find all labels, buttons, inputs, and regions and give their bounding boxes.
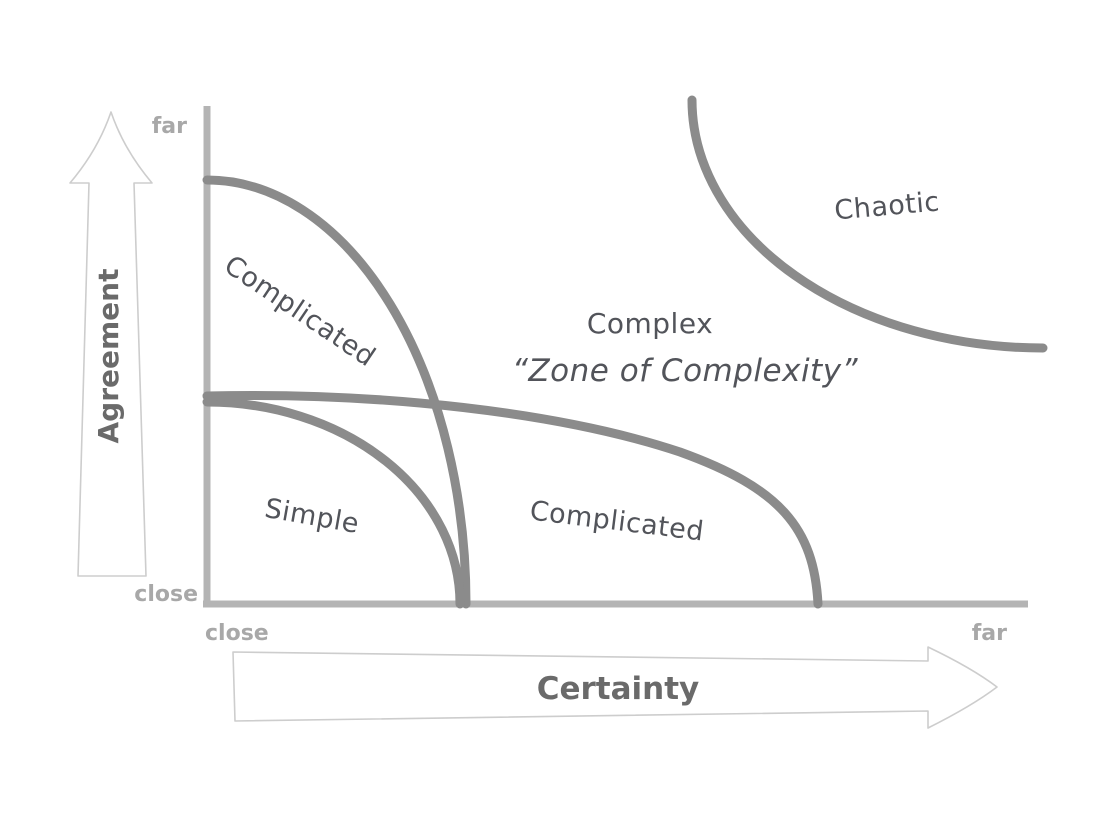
region-label-zone-of-complexity: “Zone of Complexity” [512, 353, 859, 389]
x-axis-far-tick: far [972, 621, 1007, 646]
y-axis-title: Agreement [92, 269, 125, 444]
y-axis-far-tick: far [152, 114, 187, 139]
region-label-complex: Complex [587, 307, 713, 340]
x-axis-title: Certainty [537, 671, 700, 707]
y-axis-close-tick: close [134, 582, 198, 607]
curve-complicated-upper-boundary [202, 175, 471, 609]
certainty-arrow [232, 646, 998, 729]
agreement-arrow [69, 111, 153, 577]
curve-complicated-lower-boundary [202, 391, 823, 609]
curve-simple-boundary [202, 397, 465, 609]
x-axis-close-tick: close [205, 621, 269, 646]
curve-chaotic-boundary [687, 95, 1048, 353]
